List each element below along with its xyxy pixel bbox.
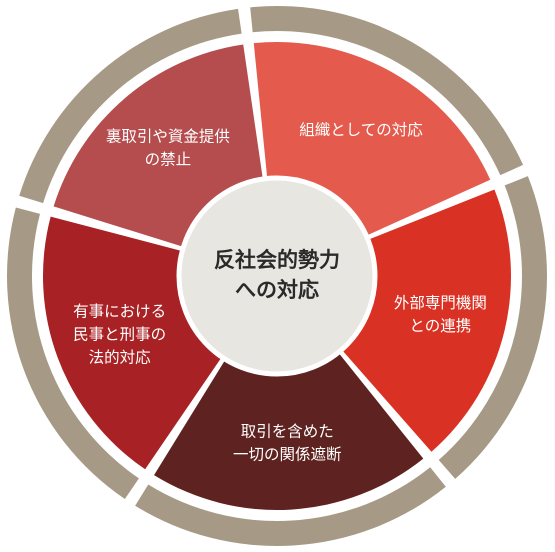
segment-label-severance-line-2: 一切の関係遮断 [233,446,342,464]
outer-ring [6,6,547,546]
outer-ring-arc-severance [135,467,446,546]
segment-label-organization-line-1: 組織としての対応 [299,121,423,139]
segment-prohibition [53,44,263,247]
segment-label-severance-line-1: 取引を含めた [241,423,334,441]
segment-severance [154,352,424,510]
segment-label-prohibition-line-2: の禁止 [145,150,192,168]
center-hub: 反社会的勢力 への対応 [176,175,378,377]
segment-label-external-line-1: 外部専門機関 [394,294,487,312]
outer-ring-arc-legal [6,207,139,500]
segment-organization [253,42,491,236]
outer-ring-arc-external [438,176,547,479]
segment-label-legal-line-2: 民事と刑事の [73,325,166,343]
segment-label-legal-line-1: 有事における [73,302,166,320]
outer-ring-arc-organization [250,6,524,176]
center-title-line-2: への対応 [235,278,319,302]
outer-ring-arc-prohibition [19,8,242,204]
segment-external [341,189,512,452]
segment-label-prohibition-line-1: 裏取引や資金提供 [106,126,230,145]
segment-label-legal-line-3: 法的対応 [89,348,152,366]
segment-label-external-line-2: との連携 [409,317,471,335]
center-circle [176,175,378,377]
center-title-line-1: 反社会的勢力 [214,248,340,272]
